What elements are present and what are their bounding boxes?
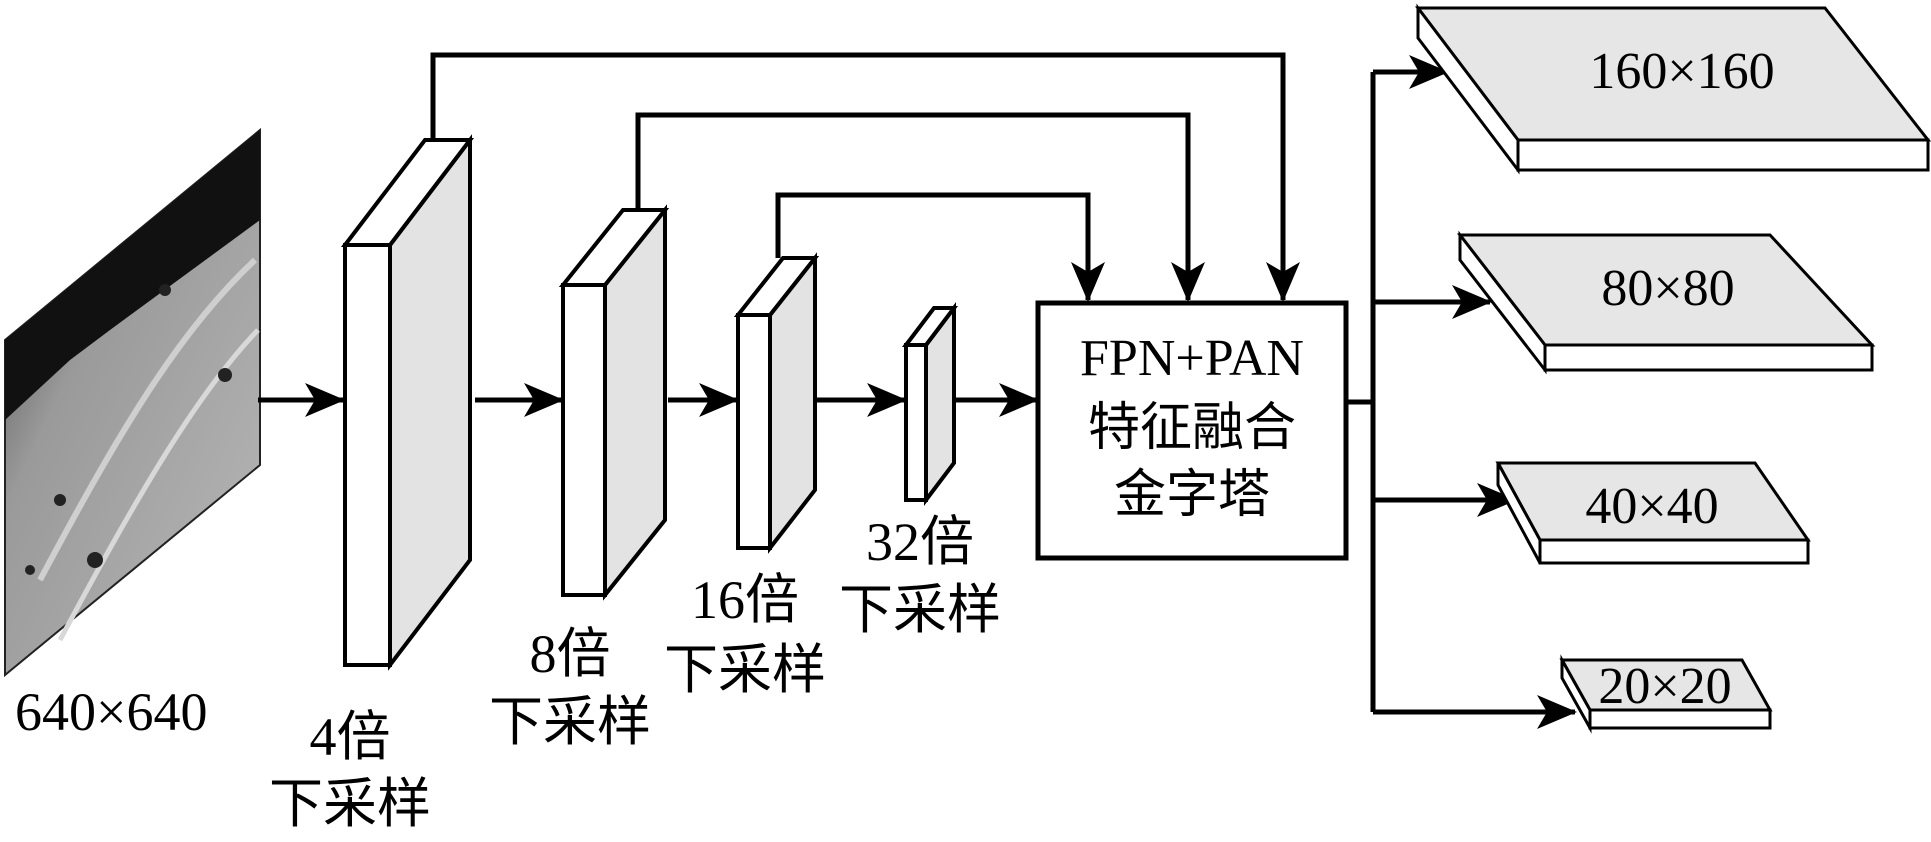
- stage-16x-op: 下采样: [664, 640, 826, 700]
- backbone-stage-32x: [901, 302, 959, 506]
- stage-4x-op: 下采样: [269, 774, 431, 834]
- stage-32x-op: 下采样: [839, 580, 1001, 640]
- fusion-line2: 特征融合: [1088, 400, 1296, 457]
- skip-arrow-16x: [775, 192, 1105, 302]
- output-slab-80: [1456, 230, 1876, 375]
- skip-arrow-8x: [635, 112, 1205, 302]
- output-label-20: 20×20: [1598, 658, 1731, 715]
- backbone-stage-16x: [733, 252, 820, 554]
- stage-16x-ratio: 16倍: [691, 570, 799, 630]
- output-slab-20: [1559, 654, 1773, 734]
- input-image: [4, 127, 261, 678]
- stage-8x-ratio: 8倍: [530, 624, 611, 684]
- backbone-stage-4x: [340, 134, 475, 671]
- backbone-stage-8x: [558, 204, 670, 601]
- output-label-80: 80×80: [1601, 260, 1734, 317]
- fusion-line1: FPN+PAN: [1080, 330, 1304, 387]
- output-slab-160: [1414, 3, 1931, 175]
- output-label-40: 40×40: [1585, 478, 1718, 535]
- stage-8x-op: 下采样: [489, 692, 651, 752]
- output-label-160: 160×160: [1589, 43, 1774, 100]
- fusion-block: [1035, 300, 1349, 561]
- stage-32x-ratio: 32倍: [866, 512, 974, 572]
- input-size-label: 640×640: [15, 682, 207, 742]
- fusion-line3: 金字塔: [1114, 467, 1270, 524]
- output-slab-40: [1495, 461, 1811, 565]
- stage-4x-ratio: 4倍: [310, 707, 391, 767]
- skip-arrow-4x: [430, 52, 1300, 302]
